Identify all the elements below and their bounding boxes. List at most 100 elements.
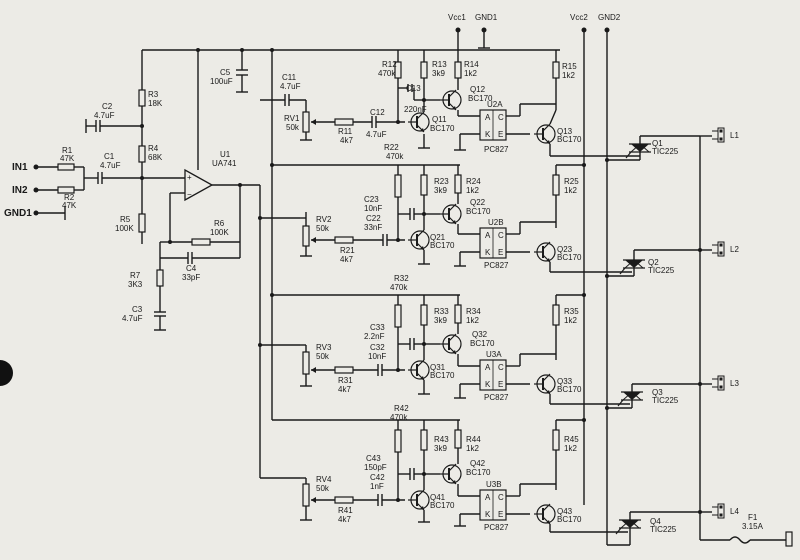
r25-label: R25	[564, 177, 579, 186]
c22-value: 33nF	[364, 223, 382, 232]
input-stage: + −	[33, 48, 560, 331]
in1-label: IN1	[12, 162, 28, 173]
q41-value: BC170	[430, 501, 455, 510]
c1-label: C1	[104, 152, 115, 161]
q11-value: BC170	[430, 124, 455, 133]
q23-label: Q23	[557, 245, 573, 254]
r35-value: 1k2	[564, 316, 577, 325]
r13-label: R13	[432, 60, 447, 69]
r41-value: 4k7	[338, 515, 351, 524]
u3b-label: U3B	[486, 480, 502, 489]
r22-value: 470k	[386, 152, 404, 161]
channel-3	[300, 293, 725, 410]
rv3-label: RV3	[316, 343, 332, 352]
opto-pin-c-1: C	[498, 113, 504, 122]
r5-value: 100K	[115, 224, 134, 233]
r23-label: R23	[434, 177, 449, 186]
q31-value: BC170	[430, 371, 455, 380]
u2a-label: U2A	[487, 100, 503, 109]
r1-value: 47K	[60, 154, 75, 163]
c42-value: 1nF	[370, 482, 384, 491]
r4-label: R4	[148, 144, 159, 153]
r21-label: R21	[340, 246, 355, 255]
l2-label: L2	[730, 245, 739, 254]
opto-pin-e-4: E	[498, 510, 503, 519]
r3-label: R3	[148, 90, 159, 99]
q12-label: Q12	[470, 85, 486, 94]
r2-value: 47K	[62, 201, 77, 210]
q11-label: Q11	[432, 115, 447, 124]
r5-label: R5	[120, 215, 131, 224]
q22-value: BC170	[466, 207, 491, 216]
u3a-label: U3A	[486, 350, 502, 359]
q32-value: BC170	[470, 339, 495, 348]
c43-label: C43	[366, 454, 381, 463]
c3-value: 4.7uF	[122, 314, 143, 323]
q32-label: Q32	[472, 330, 488, 339]
r25-value: 1k2	[564, 186, 577, 195]
q33-label: Q33	[557, 377, 573, 386]
c33-label: C33	[370, 323, 385, 332]
r14-label: R14	[464, 60, 479, 69]
r15-value: 1k2	[562, 71, 575, 80]
opto-pin-c-4: C	[498, 493, 504, 502]
gnd1-top-label: GND1	[475, 13, 498, 22]
q33-value: BC170	[557, 385, 582, 394]
r14-value: 1k2	[464, 69, 477, 78]
q42-label: Q42	[470, 459, 486, 468]
c32-value: 10nF	[368, 352, 386, 361]
r3-value: 18K	[148, 99, 163, 108]
rv1-value: 50k	[286, 123, 300, 132]
opto-pin-k-3: K	[485, 380, 491, 389]
rv2-label: RV2	[316, 215, 332, 224]
c23-value: 10nF	[364, 204, 382, 213]
q43-label: Q43	[557, 507, 573, 516]
f1-label: F1	[748, 513, 758, 522]
q22-label: Q22	[470, 198, 486, 207]
r33-value: 3k9	[434, 316, 447, 325]
c11-label: C11	[282, 73, 297, 82]
c4-value: 33pF	[182, 273, 200, 282]
gnd2-label: GND2	[598, 13, 621, 22]
q43-value: BC170	[557, 515, 582, 524]
u2b-label: U2B	[488, 218, 504, 227]
t2-value: TIC225	[648, 266, 675, 275]
r43-value: 3k9	[434, 444, 447, 453]
t3-label: Q3	[652, 388, 663, 397]
opto-pin-e-1: E	[498, 130, 503, 139]
l1-label: L1	[730, 131, 739, 140]
c33-value: 2.2nF	[364, 332, 385, 341]
u2a-value: PC827	[484, 145, 509, 154]
q23-value: BC170	[557, 253, 582, 262]
r21-value: 4k7	[340, 255, 353, 264]
channel-1	[284, 50, 725, 162]
r45-label: R45	[564, 435, 579, 444]
r7-value: 3K3	[128, 280, 143, 289]
r2-label: R2	[64, 193, 75, 202]
c43-value: 150pF	[364, 463, 387, 472]
r12-value: 470k	[378, 69, 396, 78]
bus-lines	[258, 27, 793, 547]
q41-label: Q41	[430, 493, 446, 502]
opto-pin-k-4: K	[485, 510, 491, 519]
t1-value: TIC225	[652, 147, 679, 156]
gnd1-input-label: GND1	[4, 208, 32, 219]
channel-4	[300, 418, 725, 546]
r44-value: 1k2	[466, 444, 479, 453]
c2-value: 4.7uF	[94, 111, 115, 120]
r31-label: R31	[338, 376, 353, 385]
u1-label: U1	[220, 150, 231, 159]
t4-value: TIC225	[650, 525, 677, 534]
r1-label: R1	[62, 146, 73, 155]
c13-label: C13	[406, 84, 421, 93]
c5-label: C5	[220, 68, 231, 77]
r41-label: R41	[338, 506, 353, 515]
q13-value: BC170	[557, 135, 582, 144]
r42-value: 470k	[390, 413, 408, 422]
r44-label: R44	[466, 435, 481, 444]
rv1-label: RV1	[284, 114, 300, 123]
r23-value: 3k9	[434, 186, 447, 195]
r15-label: R15	[562, 62, 577, 71]
